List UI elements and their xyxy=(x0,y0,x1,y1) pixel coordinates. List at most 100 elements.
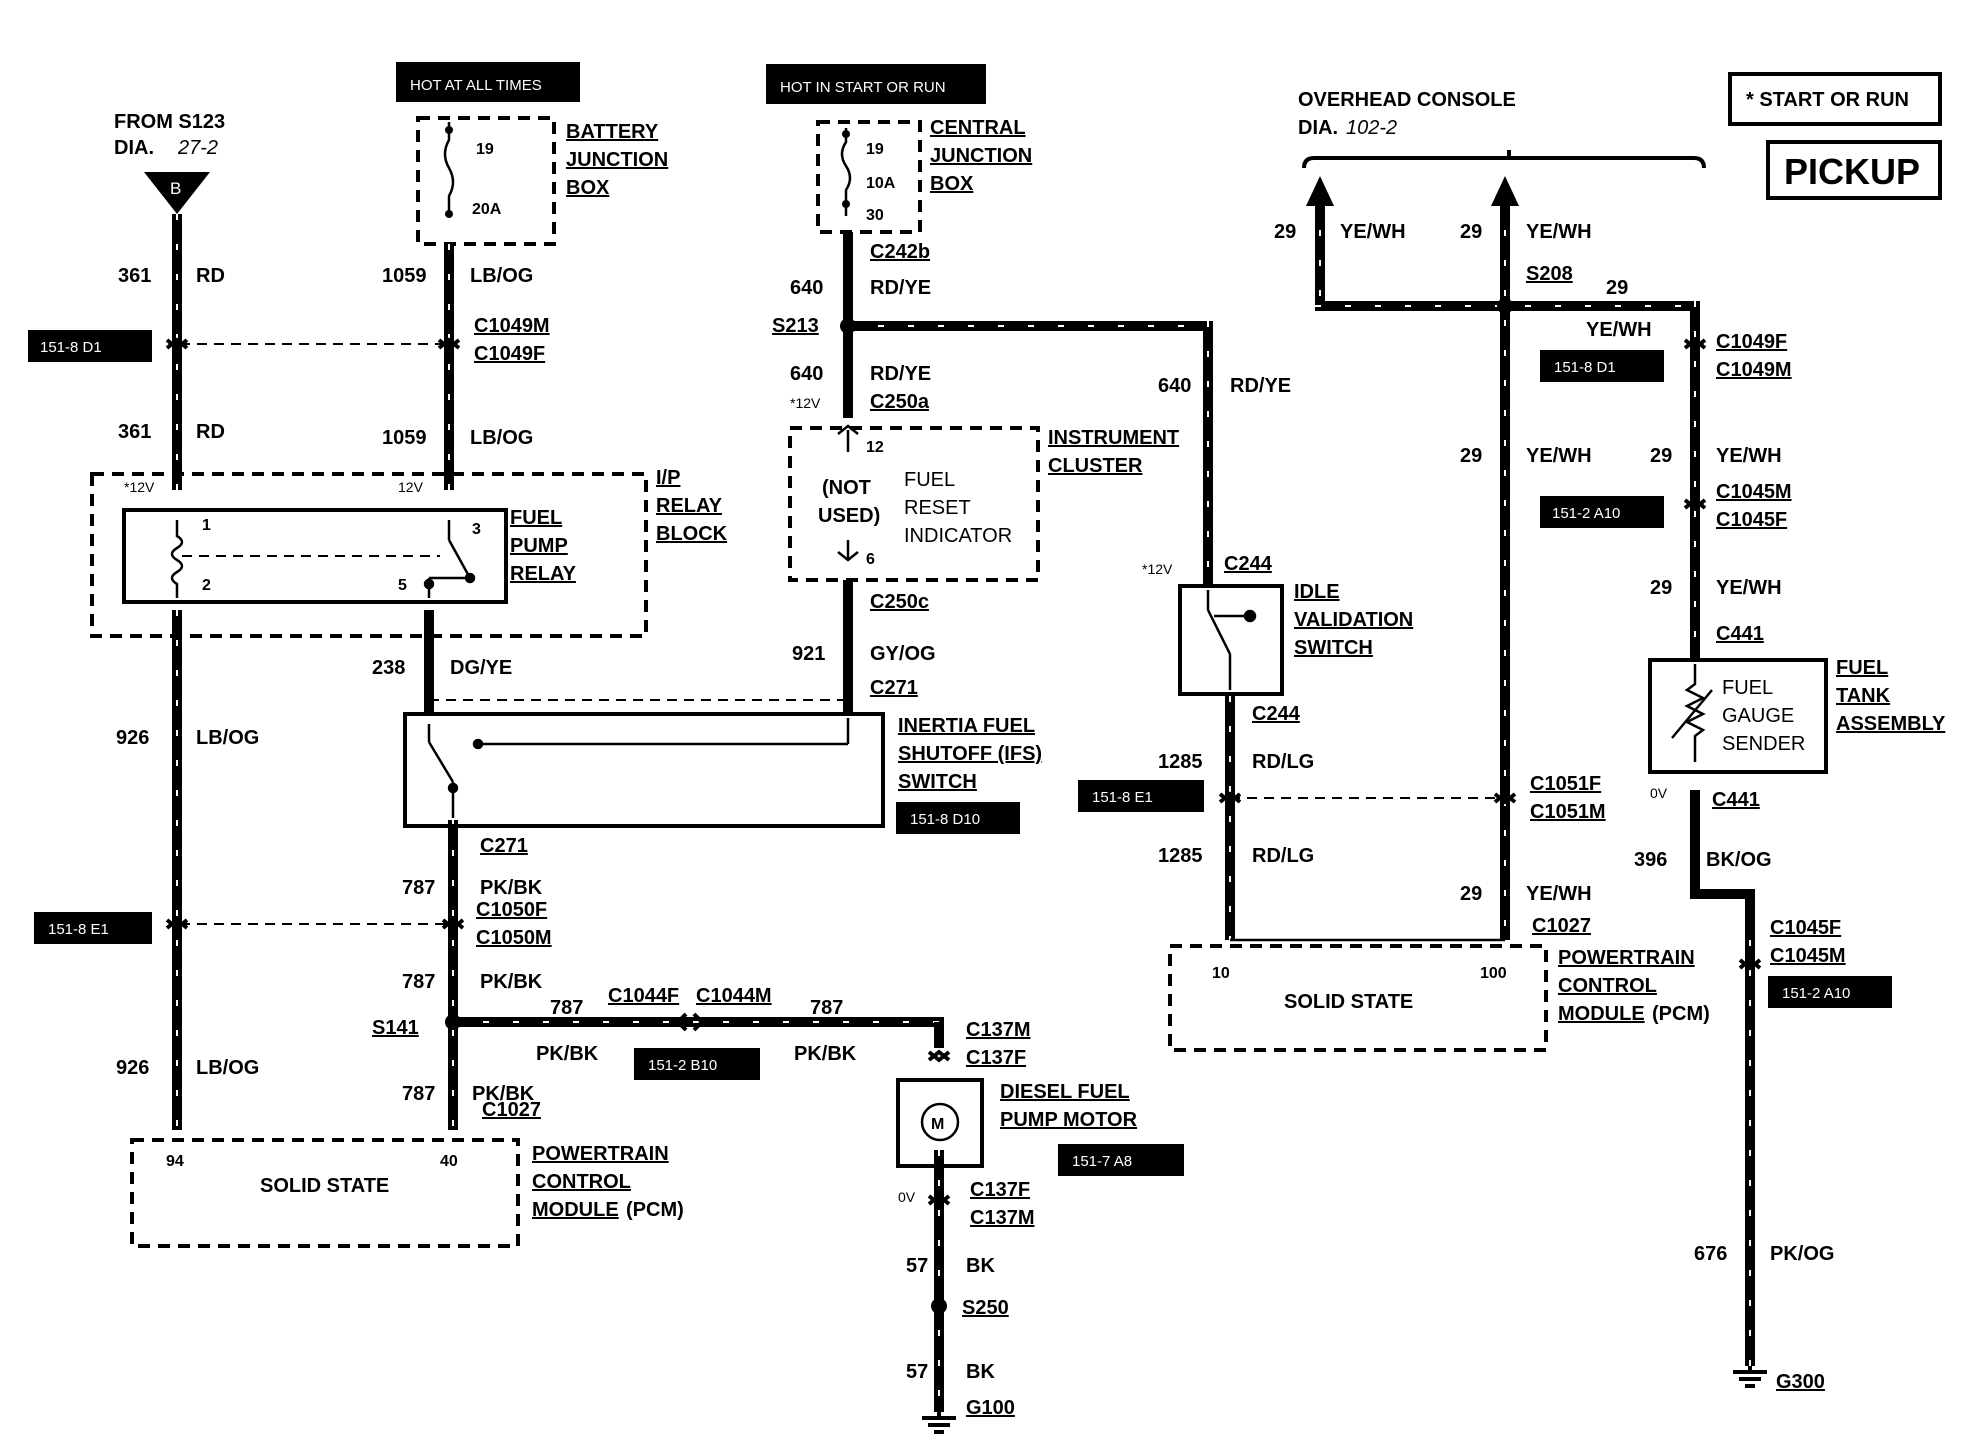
not-used-line2: USED) xyxy=(818,505,880,527)
conn-c250c: C250c xyxy=(870,591,929,613)
svg-text:640: 640 xyxy=(790,363,823,385)
central-fuse-amp: 10A xyxy=(866,175,896,192)
conn-c250a: C250a xyxy=(870,391,930,413)
pcm-left-outline xyxy=(130,1138,520,1248)
fuel-pump-relay-box xyxy=(122,508,508,604)
conn-c1051f: C1051F xyxy=(1530,773,1601,795)
ground-g100-icon xyxy=(922,1412,956,1434)
svg-text:RD/LG: RD/LG xyxy=(1252,751,1314,773)
svg-text:LB/OG: LB/OG xyxy=(196,1057,259,1079)
svg-text:57: 57 xyxy=(906,1255,928,1277)
svg-text:PK/BK: PK/BK xyxy=(480,877,543,899)
svg-text:BK/OG: BK/OG xyxy=(1706,849,1772,871)
splice-s213-label: S213 xyxy=(772,315,819,337)
pcm-right-pin-10: 10 xyxy=(1212,965,1230,982)
central-junction-box-outline xyxy=(816,120,922,234)
ground-g100-label: G100 xyxy=(966,1397,1015,1419)
pcm-right-line2: CONTROL xyxy=(1558,975,1657,997)
ref-tag: 151-8 D10 xyxy=(896,802,1020,834)
svg-text:151-7 A8: 151-7 A8 xyxy=(1072,1153,1132,1170)
svg-text:YE/WH: YE/WH xyxy=(1586,319,1652,341)
central-fuse-pin: 30 xyxy=(866,207,884,224)
svg-text:LB/OG: LB/OG xyxy=(470,265,533,287)
fuel-tank-line3: ASSEMBLY xyxy=(1836,713,1946,735)
voltage-0v-sender: 0V xyxy=(1650,785,1668,801)
idle-switch-icon xyxy=(1206,590,1257,690)
ref-tag: 151-8 E1 xyxy=(34,912,152,944)
fuel-reset-line2: RESET xyxy=(904,497,971,519)
ref-tag: 151-2 B10 xyxy=(634,1048,760,1080)
battery-jb-line1: BATTERY xyxy=(566,121,659,143)
overhead-brace xyxy=(1302,150,1706,169)
fuel-gauge-line3: SENDER xyxy=(1722,733,1805,755)
conn-c1045m-bottom: C1045M xyxy=(1770,945,1846,967)
svg-text:PK/BK: PK/BK xyxy=(480,971,543,993)
inertia-switch-line2: SHUTOFF (IFS) xyxy=(898,743,1042,765)
svg-text:151-8 D1: 151-8 D1 xyxy=(40,339,102,356)
svg-text:1285: 1285 xyxy=(1158,751,1203,773)
pcm-right-pin-100: 100 xyxy=(1480,965,1507,982)
ref-tag: 151-8 E1 xyxy=(1078,780,1204,812)
fuse-10a-icon xyxy=(840,128,852,216)
svg-text:29: 29 xyxy=(1650,577,1672,599)
fuel-tank-line1: FUEL xyxy=(1836,657,1888,679)
svg-text:29: 29 xyxy=(1460,883,1482,905)
svg-text:151-2 A10: 151-2 A10 xyxy=(1552,505,1620,522)
hot-at-all-times-banner xyxy=(396,62,580,102)
not-used-line1: (NOT xyxy=(822,477,871,499)
ip-relay-block-line1: I/P xyxy=(656,467,680,489)
svg-text:151-8 E1: 151-8 E1 xyxy=(48,921,109,938)
fuel-tank-line2: TANK xyxy=(1836,685,1891,707)
ref-tag: 151-2 A10 xyxy=(1768,976,1892,1008)
svg-text:151-8 D1: 151-8 D1 xyxy=(1554,359,1616,376)
relay-pin-5: 5 xyxy=(398,577,407,594)
conn-c244-bottom: C244 xyxy=(1252,703,1301,725)
pcm-right-line3: MODULE xyxy=(1558,1003,1645,1025)
cluster-pin-6: 6 xyxy=(866,551,875,568)
ref-tag: 151-8 D1 xyxy=(1540,350,1664,382)
conn-c1049m: C1049M xyxy=(474,315,550,337)
svg-text:BK: BK xyxy=(966,1361,995,1383)
battery-jb-line3: BOX xyxy=(566,177,610,199)
battery-jb-line2: JUNCTION xyxy=(566,149,668,171)
dia-label: DIA. xyxy=(114,137,154,159)
from-s123-label: FROM S123 xyxy=(114,111,225,133)
svg-text:BK: BK xyxy=(966,1255,995,1277)
svg-text:921: 921 xyxy=(792,643,825,665)
splice-s250-label: S250 xyxy=(962,1297,1009,1319)
svg-text:1285: 1285 xyxy=(1158,845,1203,867)
svg-text:787: 787 xyxy=(810,997,843,1019)
voltage-12v-relay-right: 12V xyxy=(398,479,424,495)
conn-c1049f: C1049F xyxy=(474,343,545,365)
battery-fuse-number: 19 xyxy=(476,141,494,158)
conn-c1027-left: C1027 xyxy=(482,1099,541,1121)
wire-787 xyxy=(448,820,944,1130)
instrument-cluster-line1: INSTRUMENT xyxy=(1048,427,1179,449)
svg-text:LB/OG: LB/OG xyxy=(470,427,533,449)
svg-text:RD/YE: RD/YE xyxy=(870,277,931,299)
voltage-0v-pump: 0V xyxy=(898,1189,916,1205)
svg-text:361: 361 xyxy=(118,421,151,443)
b-label: B xyxy=(170,179,181,198)
dia-ref: 27-2 xyxy=(177,137,218,159)
pcm-right-outline xyxy=(1168,944,1548,1052)
ip-relay-block-outline xyxy=(90,472,648,638)
svg-text:YE/WH: YE/WH xyxy=(1526,883,1592,905)
svg-text:787: 787 xyxy=(550,997,583,1019)
conn-c1051m: C1051M xyxy=(1530,801,1606,823)
splice-s141-label: S141 xyxy=(372,1017,419,1039)
ref-tag: 151-8 D1 xyxy=(28,330,152,362)
arrow-up-icon xyxy=(1306,176,1334,206)
ground-g300-label: G300 xyxy=(1776,1371,1825,1393)
cluster-pin-12: 12 xyxy=(866,439,884,456)
conn-c441-top: C441 xyxy=(1716,623,1764,645)
conn-c271-top: C271 xyxy=(870,677,918,699)
conn-c1027-right: C1027 xyxy=(1532,915,1591,937)
fuel-gauge-sender-box xyxy=(1648,658,1828,774)
svg-text:PK/BK: PK/BK xyxy=(794,1043,857,1065)
svg-text:926: 926 xyxy=(116,727,149,749)
ground-g300-icon xyxy=(1733,1366,1767,1388)
conn-c1049f-right: C1049F xyxy=(1716,331,1787,353)
pcm-right-solid-state: SOLID STATE xyxy=(1284,991,1413,1013)
